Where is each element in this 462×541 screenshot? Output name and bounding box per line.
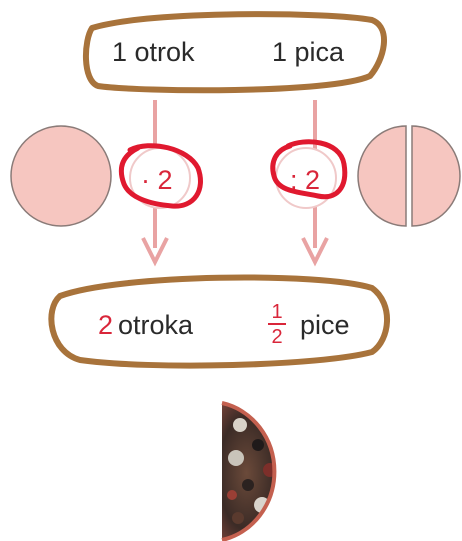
top-right-label: 1 pica [272,37,345,67]
half-pizza-icon [222,403,292,541]
whole-circle-icon [11,126,111,226]
fraction-numerator: 1 [271,301,282,323]
top-left-label: 1 otrok [112,37,195,67]
right-operation-text: : 2 [290,165,320,195]
left-operation-text: · 2 [141,165,173,195]
bottom-left-number: 2 [98,310,113,340]
halved-circle-icon [358,126,460,226]
bottom-left-word: otroka [118,310,194,340]
fraction-denominator: 2 [271,326,282,348]
bottom-right-word: pice [300,310,350,340]
fraction: 1 2 [268,301,286,348]
